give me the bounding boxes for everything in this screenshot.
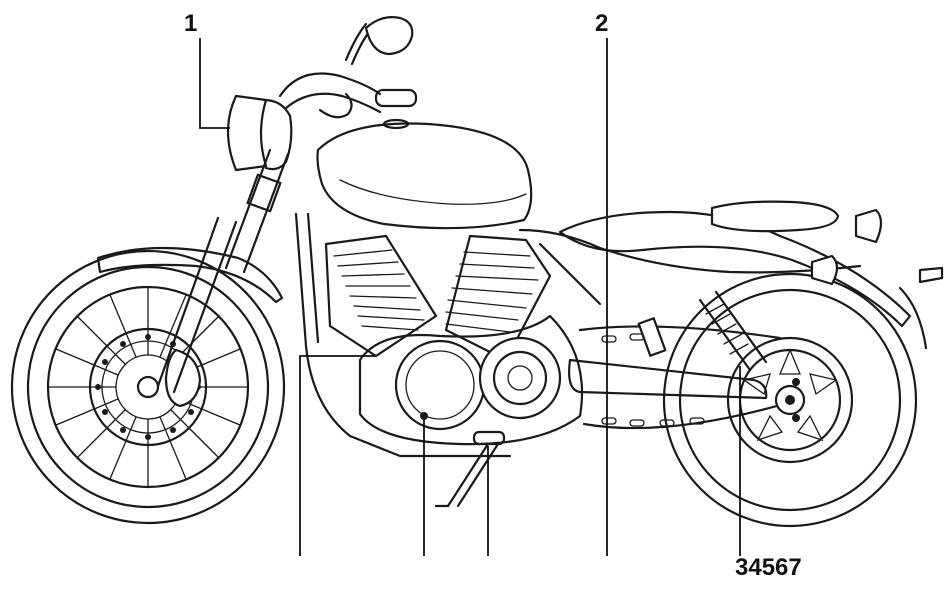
rear-shock — [637, 290, 768, 372]
frame — [294, 212, 862, 458]
callout-label-1: 1 — [184, 10, 198, 37]
turn-signal-rear — [810, 208, 883, 286]
engine — [324, 234, 584, 446]
rear-fender — [558, 210, 944, 350]
seat — [710, 200, 840, 233]
front-wheel — [10, 249, 286, 525]
side-stand — [434, 430, 506, 508]
callout-label-bottom: 34567 — [735, 554, 802, 581]
handlebar — [278, 16, 418, 119]
headlight — [226, 94, 293, 172]
callout-label-2: 2 — [595, 10, 609, 37]
front-fork — [156, 148, 290, 394]
leader-lines — [199, 38, 741, 556]
front-fender — [96, 246, 284, 304]
rear-wheel — [662, 272, 918, 528]
fuel-tank — [316, 118, 533, 230]
